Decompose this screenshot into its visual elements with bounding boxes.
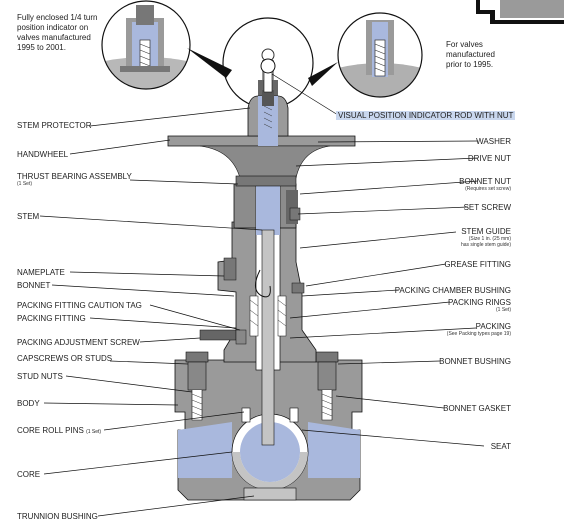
left-inset-note: Fully enclosed 1/4 turn position indicat… [17,13,117,53]
leader-lines [39,73,485,517]
label-bonnet-gasket: BONNET GASKET [443,404,511,413]
label-grease-fitting: GREASE FITTING [444,260,511,269]
label-visual-indicator: VISUAL POSITION INDICATOR ROD WITH NUT [336,111,516,120]
label-stud-nuts: STUD NUTS [17,372,63,381]
label-core-roll-pins-sub: (1 Set) [86,429,102,435]
left-note-line-1: Fully enclosed 1/4 turn [17,13,98,22]
label-packing-adjustment-screw: PACKING ADJUSTMENT SCREW [17,338,140,347]
label-seat: SEAT [490,442,511,451]
left-note-line-3: valves manufactured [17,33,91,42]
label-packing-fitting: PACKING FITTING [17,314,86,323]
label-stem-guide: STEM GUIDE [461,227,511,236]
label-washer: WASHER [476,137,511,146]
label-packing: PACKING [475,322,511,331]
label-packing-sub: (See Packing types page 19) [446,331,511,337]
left-note-line-4: 1995 to 2001. [17,43,66,52]
right-inset-detail [337,12,423,98]
label-bonnet-nut-sub: (Requires set screw) [465,186,511,192]
label-visual-indicator-text: VISUAL POSITION INDICATOR ROD WITH NUT [336,111,516,120]
label-body: BODY [17,399,40,408]
label-thrust-bearing: THRUST BEARING ASSEMBLY [17,172,132,181]
right-inset-note: For valves manufactured prior to 1995. [446,40,536,70]
label-core: CORE [17,470,41,479]
label-bonnet-bushing: BONNET BUSHING [439,357,511,366]
handwheel-assembly [167,58,356,187]
label-stem-guide-sub-2: has single stem guide) [460,242,511,248]
right-note-line-2: manufactured [446,50,495,59]
right-note-line-1: For valves [446,40,483,49]
label-set-screw: SET SCREW [463,203,511,212]
label-packing-rings-sub: (1 Set) [495,307,511,313]
label-capscrews: CAPSCREWS OR STUDS [17,354,113,363]
label-trunnion-bushing: TRUNNION BUSHING [17,512,98,521]
label-nameplate: NAMEPLATE [17,268,65,277]
label-stem: STEM [17,212,40,221]
label-bonnet-nut: BONNET NUT [459,177,511,186]
label-stem-guide-sub-1: (Size 1 in. (25 mm) [468,236,511,242]
label-packing-chamber-bushing: PACKING CHAMBER BUSHING [394,286,511,295]
label-thrust-bearing-sub: (1 Set) [17,181,33,187]
label-packing-caution-tag: PACKING FITTING CAUTION TAG [17,301,142,310]
label-packing-rings: PACKING RINGS [448,298,511,307]
label-core-roll-pins-text: CORE ROLL PINS [17,426,84,435]
left-note-line-2: position indicator on [17,23,89,32]
label-drive-nut: DRIVE NUT [467,154,511,163]
label-handwheel: HANDWHEEL [17,150,69,159]
label-bonnet: BONNET [17,281,51,290]
corner-fragment [475,0,564,24]
right-note-line-3: prior to 1995. [446,60,494,69]
label-core-roll-pins: CORE ROLL PINS (1 Set) [17,426,101,437]
label-stem-protector: STEM PROTECTOR [17,121,92,130]
valve-body [174,139,363,501]
